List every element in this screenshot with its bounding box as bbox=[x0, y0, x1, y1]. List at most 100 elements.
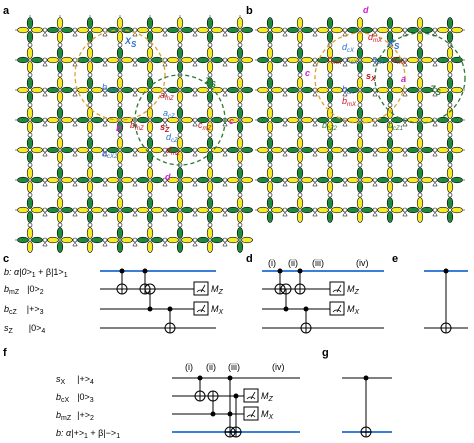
ellipse-node bbox=[86, 17, 94, 29]
lattice-node bbox=[357, 162, 363, 168]
ellipse-node bbox=[386, 17, 394, 29]
lattice-node bbox=[57, 192, 63, 198]
lattice-node bbox=[117, 72, 123, 78]
lattice-node bbox=[147, 132, 153, 138]
lattice-node bbox=[387, 162, 393, 168]
lattice-node bbox=[282, 207, 288, 213]
f-row3-label: bmZ|+>2 bbox=[56, 410, 94, 422]
lattice-node bbox=[132, 87, 138, 93]
ellipse-node bbox=[56, 197, 64, 209]
lattice-node bbox=[102, 27, 108, 33]
lattice-triangle bbox=[342, 151, 348, 157]
lattice-node bbox=[222, 57, 228, 63]
ellipse-node bbox=[26, 211, 34, 223]
lattice-node bbox=[102, 177, 108, 183]
ellipse-node bbox=[146, 241, 154, 253]
ellipse-node bbox=[416, 91, 424, 103]
ellipse-node bbox=[296, 77, 304, 89]
lattice-node bbox=[402, 177, 408, 183]
lattice-triangle bbox=[72, 241, 78, 247]
lattice-node bbox=[267, 72, 273, 78]
lattice-node bbox=[282, 117, 288, 123]
lattice-node bbox=[147, 72, 153, 78]
ellipse-node bbox=[386, 61, 394, 73]
ellipse-node bbox=[206, 61, 214, 73]
lattice-node bbox=[342, 147, 348, 153]
ellipse-node bbox=[227, 236, 239, 244]
lattice-node bbox=[117, 222, 123, 228]
lattice-node bbox=[162, 207, 168, 213]
ellipse-node bbox=[26, 91, 34, 103]
ellipse-node bbox=[137, 236, 149, 244]
ellipse-node bbox=[116, 197, 124, 209]
ellipse-node bbox=[181, 206, 193, 214]
lattice-node bbox=[57, 222, 63, 228]
ellipse-node bbox=[421, 86, 433, 94]
f-step-1: (i) bbox=[185, 362, 193, 372]
lattice-triangle bbox=[342, 211, 348, 217]
lattice-triangle bbox=[192, 181, 198, 187]
ellipse-node bbox=[271, 26, 283, 34]
lattice-node bbox=[417, 72, 423, 78]
panel-a-annotations: XS ZS bcX1 bcX2 amZ acZ bmZ sZ cmZ dcZ d… bbox=[74, 29, 234, 182]
lattice-node bbox=[447, 132, 453, 138]
ellipse-node bbox=[86, 211, 94, 223]
ellipse-node bbox=[421, 176, 433, 184]
lattice-triangle bbox=[222, 241, 228, 247]
ellipse-node bbox=[317, 86, 329, 94]
lattice-triangle bbox=[432, 151, 438, 157]
lattice-node bbox=[372, 27, 378, 33]
lattice-node bbox=[222, 207, 228, 213]
lattice-node bbox=[402, 27, 408, 33]
ellipse-node bbox=[206, 31, 214, 43]
ellipse-node bbox=[377, 176, 389, 184]
ellipse-node bbox=[61, 176, 73, 184]
label-d-magenta-b: d bbox=[363, 5, 369, 15]
lattice-node bbox=[42, 87, 48, 93]
lattice-node bbox=[312, 177, 318, 183]
ellipse-node bbox=[326, 91, 334, 103]
lattice-triangle bbox=[432, 211, 438, 217]
ellipse-node bbox=[236, 137, 244, 149]
ellipse-node bbox=[116, 61, 124, 73]
ellipse-node bbox=[17, 236, 29, 244]
f-meter-z: MZ bbox=[243, 388, 274, 403]
lattice-node bbox=[27, 72, 33, 78]
label-dcz: dcZ bbox=[166, 132, 178, 144]
ellipse-node bbox=[296, 47, 304, 59]
lattice-node bbox=[327, 72, 333, 78]
ellipse-node bbox=[241, 176, 253, 184]
lattice-node bbox=[297, 42, 303, 48]
ellipse-node bbox=[77, 146, 89, 154]
c-row4-label: sZ|0>4 bbox=[4, 323, 45, 335]
ellipse-node bbox=[317, 56, 329, 64]
ellipse-node bbox=[91, 26, 103, 34]
ellipse-node bbox=[236, 61, 244, 73]
lattice-node bbox=[447, 102, 453, 108]
ellipse-node bbox=[151, 26, 163, 34]
lattice-node bbox=[87, 72, 93, 78]
ellipse-node bbox=[356, 31, 364, 43]
ellipse-node bbox=[331, 206, 343, 214]
ellipse-node bbox=[176, 121, 184, 133]
ellipse-node bbox=[146, 47, 154, 59]
ellipse-node bbox=[386, 91, 394, 103]
ellipse-node bbox=[301, 26, 313, 34]
lattice-node bbox=[237, 162, 243, 168]
ellipse-node bbox=[287, 206, 299, 214]
ellipse-node bbox=[347, 56, 359, 64]
lattice-node bbox=[192, 177, 198, 183]
lattice-node bbox=[312, 147, 318, 153]
lattice-triangle bbox=[72, 181, 78, 187]
lattice-triangle bbox=[402, 91, 408, 97]
ellipse-node bbox=[227, 146, 239, 154]
lattice-node bbox=[282, 57, 288, 63]
ellipse-node bbox=[211, 116, 223, 124]
circuit-d: (i) (ii) (iii) (iv) MZ MX bbox=[262, 258, 384, 334]
lattice-triangle bbox=[402, 61, 408, 67]
ellipse-node bbox=[181, 236, 193, 244]
ellipse-node bbox=[446, 31, 454, 43]
lattice-triangle bbox=[132, 91, 138, 97]
ellipse-node bbox=[137, 56, 149, 64]
lattice-triangle bbox=[162, 211, 168, 217]
